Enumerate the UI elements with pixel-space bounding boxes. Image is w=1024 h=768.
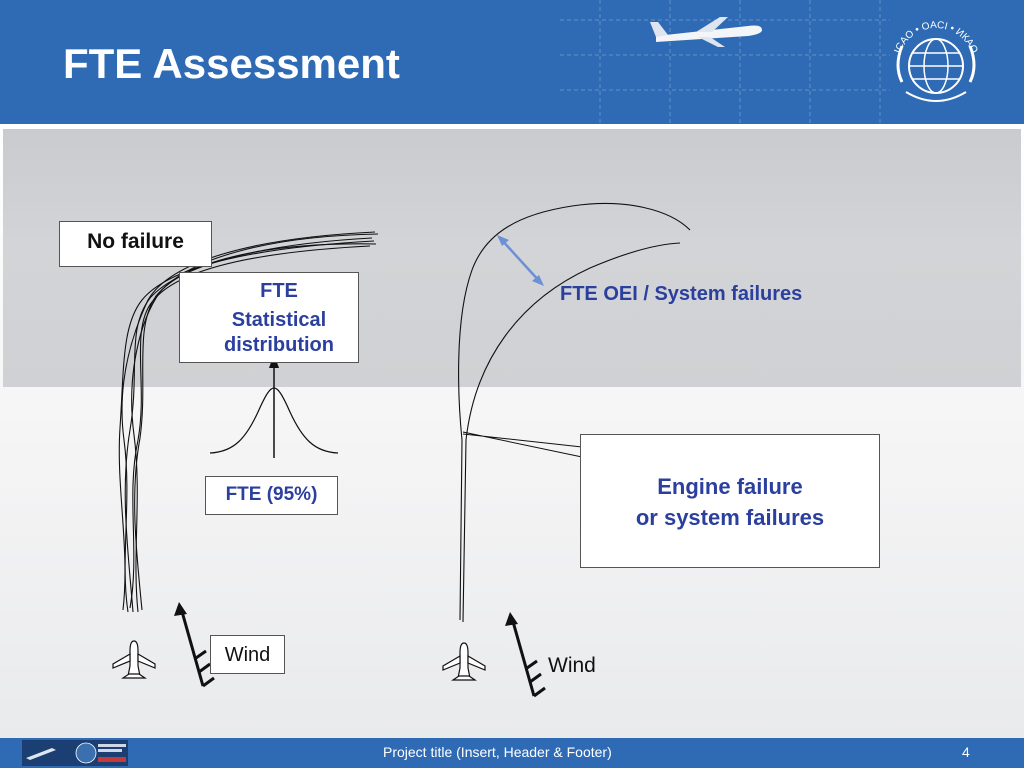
wind-label-left: Wind xyxy=(224,644,271,666)
slide-title: FTE Assessment xyxy=(63,40,400,87)
footer-project-title: Project title (Insert, Header & Footer) xyxy=(383,744,612,760)
oei-flight-path xyxy=(458,203,691,623)
flight-path-6 xyxy=(129,245,371,609)
engine-failure-box xyxy=(580,434,880,568)
wind-arrow-left-head xyxy=(174,602,187,616)
slide-footer xyxy=(0,738,1024,768)
icao-emblem-icon: ICAO • OACI • ИКАО xyxy=(893,20,980,102)
engine-failure-callout-pointer xyxy=(462,431,583,458)
oei-path-inner xyxy=(462,242,681,623)
airplane-right-icon xyxy=(442,642,486,681)
fte-oei-label: FTE OEI / System failures xyxy=(560,283,803,305)
wind-arrow-left xyxy=(179,607,215,688)
wind-arrow-right xyxy=(510,617,546,698)
globe-icon xyxy=(26,742,126,764)
no-failure-box xyxy=(59,221,212,267)
oei-width-arrow xyxy=(499,237,542,284)
wind-box-left xyxy=(210,635,285,674)
airplane-header-icon xyxy=(650,17,762,47)
fte-distribution-box xyxy=(179,272,359,363)
pbn-symposium-logo xyxy=(22,740,128,766)
flight-path-5 xyxy=(134,243,377,611)
airplane-left-icon xyxy=(112,640,156,679)
fte95-label: FTE (95%) xyxy=(225,484,318,505)
oei-width-arrow-head-bottom xyxy=(532,275,544,286)
header-grid-pattern xyxy=(560,0,890,124)
fte95-box xyxy=(205,476,338,515)
wind-label-right: Wind xyxy=(548,654,596,677)
distribution-label-line1: Statistical xyxy=(231,309,327,331)
no-failure-label: No failure xyxy=(87,230,184,253)
engine-failure-line2: or system failures xyxy=(635,505,825,530)
flight-path-3 xyxy=(131,233,379,613)
engine-failure-line1: Engine failure xyxy=(657,474,803,499)
slide-header: FTE Assessment xyxy=(0,0,1024,124)
oei-width-arrow-head-top xyxy=(497,235,509,246)
fte-label: FTE xyxy=(260,280,298,302)
flight-path-4 xyxy=(118,240,375,611)
nominal-flight-paths xyxy=(118,231,379,613)
distribution-label-line2: distribution xyxy=(224,334,334,356)
wind-arrow-right-head xyxy=(505,612,518,626)
page-number: 4 xyxy=(962,744,970,760)
oei-path-outer xyxy=(458,203,691,621)
